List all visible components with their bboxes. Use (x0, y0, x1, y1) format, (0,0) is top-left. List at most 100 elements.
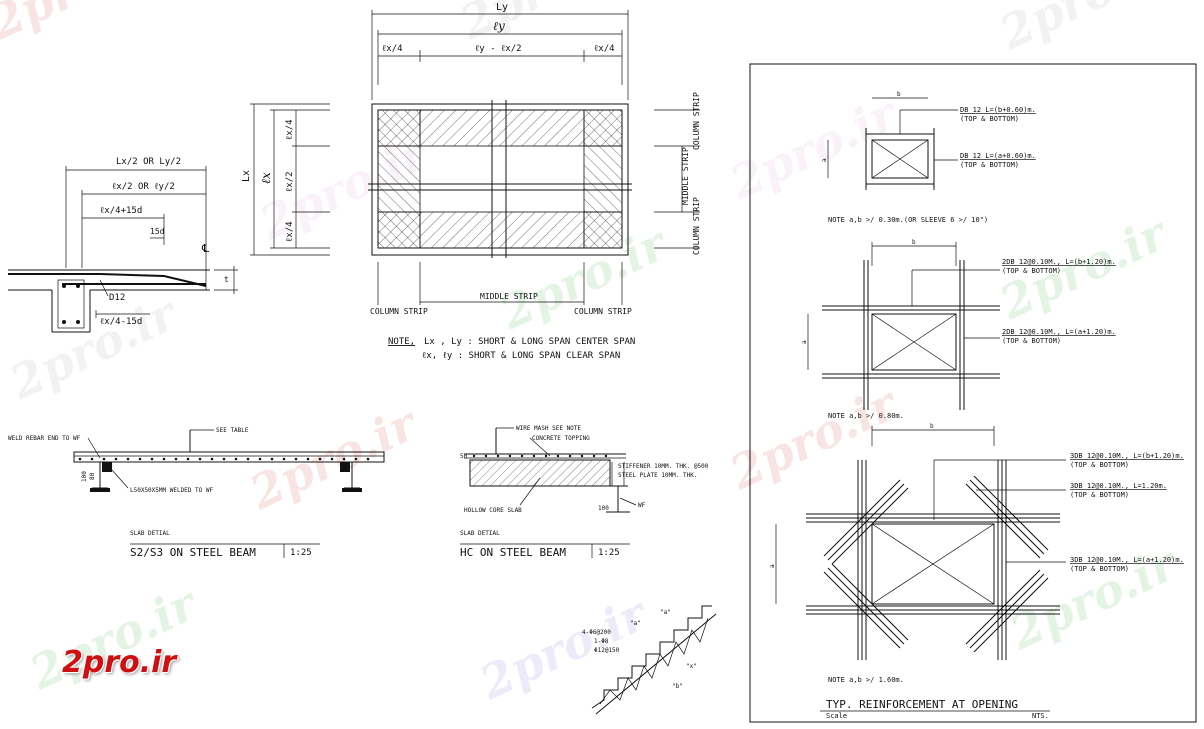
stair-label-b: "b" (672, 683, 683, 690)
label-stiffener: STIFFENER 10MM. THK. @500 (618, 463, 709, 470)
opening-detail-large: b (769, 423, 1184, 684)
stair-label-a2: "a" (660, 609, 671, 616)
d3-bar2-sub: (TOP & BOTTOM) (1070, 491, 1129, 499)
mesh-dot (604, 454, 608, 458)
opening-title: TYP. REINFORCEMENT AT OPENING (826, 698, 1018, 711)
d2-bar2: 2DB 12@0.10M., L=(a+1.20)m. (1002, 328, 1116, 336)
dim-80: 80 (89, 472, 96, 480)
d3-bar1: 3DB 12@0.10M., L=(b+1.20)m. (1070, 452, 1184, 460)
stair-bar-2: 1-Φ8 (594, 638, 609, 645)
label-column-strip-left: COLUMN STRIP (370, 307, 428, 316)
hc-scale: 1:25 (598, 548, 620, 558)
rebar-dot (366, 457, 370, 461)
d2-bar1-sub: (TOP & BOTTOM) (1002, 267, 1061, 275)
opening-reinforcement-panel: b a DB 12 L=(b+0.60)m. (TOP & BOTTOM) DB… (749, 63, 1197, 723)
d2-bar1: 2DB 12@0.10M., L=(b+1.20)m. (1002, 258, 1116, 266)
watermark: 2pro.ir (1, 285, 188, 410)
rebar-dot (342, 457, 346, 461)
d1-bar2-sub: (TOP & BOTTOM) (960, 161, 1019, 169)
d3-bar3-sub: (TOP & BOTTOM) (1070, 565, 1129, 573)
watermark: 2pro.ir (0, 0, 168, 50)
label-wf: WF (638, 502, 646, 509)
stair-bar-1: 4-Φ6@200 (582, 629, 611, 636)
rebar-dot (126, 457, 130, 461)
dim-lx: Lx (241, 170, 252, 182)
bar-label-d12: D12 (109, 293, 125, 303)
hc-title: HC ON STEEL BEAM (460, 546, 566, 559)
rebar-dot (282, 457, 286, 461)
dim-lx-clear: ℓx (259, 172, 273, 184)
hc-small-title: SLAB DETIAL (460, 530, 500, 537)
label-weld-rebar: WELD REBAR END TO WF (8, 435, 81, 442)
watermark: 2pro.ir (471, 585, 658, 710)
d3-b: b (930, 423, 934, 430)
rebar-dot (174, 457, 178, 461)
d1-bar2: DB 12 L=(a+0.60)m. (960, 152, 1036, 160)
watermark: 2pro.ir (21, 575, 208, 700)
dim-t: t (224, 275, 229, 284)
stair-bar-3: Φ12@150 (594, 647, 620, 654)
stair-label-a: "a" (630, 620, 641, 627)
dim-100-hc: 100 (598, 505, 609, 512)
label-concrete-topping: CONCRETE TOPPING (532, 435, 590, 442)
rebar-dot (114, 457, 118, 461)
dim-50: 50 (460, 453, 468, 460)
d1-b: b (897, 91, 901, 98)
opening-detail-small: b a DB 12 L=(b+0.60)m. (TOP & BOTTOM) DB… (821, 91, 1036, 224)
dim-ly-clear: ℓy (493, 19, 505, 33)
centerline-mark: ℄ (201, 242, 209, 255)
rebar-dot (258, 457, 262, 461)
mesh-dot (592, 454, 596, 458)
slab-strip-plan: Ly ℓy ℓx/4 ℓy - ℓx/2 ℓx/4 Lx ℓx ℓx/4 ℓx/… (241, 2, 701, 361)
watermark: 2pro.ir (451, 0, 638, 50)
mesh-dot (544, 454, 548, 458)
s2s3-small-title: SLAB DETIAL (130, 530, 170, 537)
rebar-dot (150, 457, 154, 461)
rebar-dot (354, 457, 358, 461)
d2-b: b (912, 239, 916, 246)
mesh-dot (520, 454, 524, 458)
d1-bar1-sub: (TOP & BOTTOM) (960, 115, 1019, 123)
label-column-strip-right: COLUMN STRIP (574, 307, 632, 316)
rebar-dot (102, 457, 106, 461)
dim-clear-half: ℓx/2 OR ℓy/2 (112, 182, 175, 192)
dim-v-mid: ℓx/2 (285, 171, 295, 192)
d2-note: NOTE a,b >/ 0.80m. (828, 412, 904, 420)
d1-bar1: DB 12 L=(b+0.60)m. (960, 106, 1036, 114)
rebar-dot (162, 457, 166, 461)
dim-15d: 15d (150, 227, 165, 236)
mesh-dot (496, 454, 500, 458)
label-hollow-core: HOLLOW CORE SLAB (464, 507, 522, 514)
opening-scale: NTS. (1032, 712, 1049, 720)
rebar-dot (246, 457, 250, 461)
mesh-dot (580, 454, 584, 458)
d2-a: a (801, 340, 808, 344)
site-logo[interactable]: 2pro.ir (62, 645, 177, 680)
dim-ly: Ly (496, 2, 508, 13)
mesh-dot (472, 454, 476, 458)
dim-lx4-plus-15d: ℓx/4+15d (100, 206, 142, 216)
mesh-dot (484, 454, 488, 458)
rebar-dot (186, 457, 190, 461)
rebar-dot (318, 457, 322, 461)
opening-scale-label: Scale (826, 712, 847, 720)
d3-a: a (769, 564, 776, 568)
dim-100: 100 (81, 471, 88, 482)
d3-note: NOTE a,b >/ 1.60m. (828, 676, 904, 684)
s2s3-steel-beam-detail: SEE TABLE WELD REBAR END TO WF 80 100 L5… (8, 427, 385, 559)
label-see-table: SEE TABLE (216, 427, 249, 434)
opening-detail-medium: b a 2DB 12@0.10M., L=(b+1.20)m. (TOP & B… (801, 239, 1116, 420)
opening-panel-frame (749, 63, 1197, 723)
watermark: 2pro.ir (241, 395, 428, 520)
d3-bar1-sub: (TOP & BOTTOM) (1070, 461, 1129, 469)
watermark: 2pro.ir (721, 375, 908, 500)
slab-bar-detail: Lx/2 OR Ly/2 ℓx/2 OR ℓy/2 ℓx/4+15d 15d ℄… (8, 157, 238, 333)
d3-bar3: 3DB 12@0.10M., L=(a+1.20)m. (1070, 556, 1184, 564)
stair-detail: 4-Φ6@200 1-Φ8 Φ12@150 "a" "a" "b" "x" (582, 605, 717, 715)
dim-lx4-left: ℓx/4 (382, 44, 403, 54)
rebar-dot (234, 457, 238, 461)
label-steel-plate: STEEL PLATE 10MM. THK. (618, 472, 697, 479)
watermark: 2pro.ir (991, 0, 1178, 60)
rebar-dot (306, 457, 310, 461)
